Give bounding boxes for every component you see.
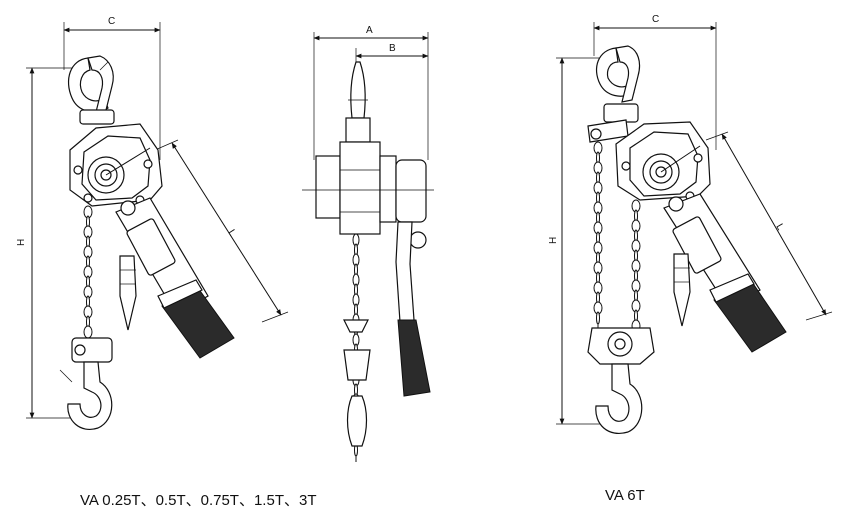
pawl-left <box>119 255 137 331</box>
side-chain <box>343 233 371 462</box>
housing-right <box>615 121 711 201</box>
dimension-b: B <box>355 43 429 70</box>
dimension-l-label: L <box>225 228 238 239</box>
bottom-hook-right <box>587 327 655 434</box>
chain-link <box>83 325 93 339</box>
dimension-c-label: C <box>108 16 115 27</box>
dimension-h-left: H <box>16 67 84 419</box>
dimension-l-label: L <box>773 222 786 233</box>
load-chain-left <box>83 205 93 339</box>
figure-side-view: A B <box>302 25 434 462</box>
dimension-h-right: H <box>548 57 612 425</box>
pawl-right <box>673 253 691 327</box>
dimension-c-left: C <box>63 16 161 160</box>
top-hook-left <box>67 55 115 125</box>
housing-left <box>69 123 163 207</box>
dimension-a: A <box>313 25 429 160</box>
dimension-l-left: L <box>154 139 289 323</box>
dimension-b-label: B <box>389 43 396 54</box>
dimension-h-label: H <box>16 239 27 246</box>
side-top-hook <box>345 61 371 143</box>
bottom-hook-left <box>59 337 113 430</box>
dimension-c-label: C <box>652 14 659 25</box>
caption-va-small: VA 0.25T、0.5T、0.75T、1.5T、3T <box>80 492 317 509</box>
figure-va-6t: C H L <box>548 14 833 434</box>
dimension-h-label: H <box>548 237 559 244</box>
figure-va-small: C H L <box>16 16 289 430</box>
lever-arm-right <box>663 193 787 353</box>
suspension-bar-right <box>587 119 629 143</box>
top-hook-right <box>595 45 641 123</box>
lever-arm-left <box>115 197 235 359</box>
chain-link <box>596 311 600 325</box>
side-lever <box>395 221 431 397</box>
dimension-l-right: L <box>705 131 833 321</box>
dimension-c-right: C <box>593 14 717 150</box>
load-chains-right <box>593 141 641 333</box>
side-housing <box>302 141 434 249</box>
caption-va-6t: VA 6T <box>605 487 645 504</box>
dimension-a-label: A <box>366 25 373 36</box>
